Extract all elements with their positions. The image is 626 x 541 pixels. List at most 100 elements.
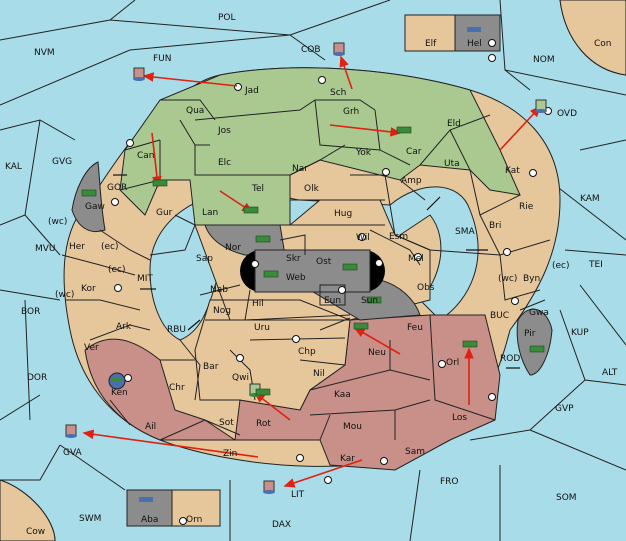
label-bri: Bri	[489, 221, 501, 231]
label-feu: Feu	[407, 323, 423, 333]
label-sap: Sap	[196, 254, 213, 264]
island-elf	[404, 14, 456, 52]
label-pir: Pir	[524, 329, 536, 339]
label-aba: Aba	[141, 515, 158, 525]
label-qwi: Qwi	[232, 373, 249, 383]
label-gaw: Gaw	[85, 202, 105, 212]
label-swm: SWM	[79, 514, 101, 524]
coast-tag: (wc)	[48, 217, 67, 227]
label-ovd: OVD	[557, 109, 577, 119]
label-fun: FUN	[153, 54, 172, 64]
label-sma: SMA	[455, 227, 475, 237]
label-wil: Wil	[356, 233, 370, 243]
label-gvg: GVG	[52, 157, 72, 167]
label-mvu: MVU	[35, 244, 56, 254]
label-rod: ROD	[500, 354, 520, 364]
label-ver: Ver	[84, 343, 99, 353]
label-jos: Jos	[217, 126, 231, 136]
label-eun: Eun	[324, 296, 341, 306]
label-skr: Skr	[286, 254, 301, 264]
label-eld: Eld	[447, 119, 461, 129]
coast-tag: (ec)	[101, 242, 119, 252]
label-jad: Jad	[244, 86, 259, 96]
label-orl: Orl	[446, 358, 459, 368]
label-mel: Mel	[408, 254, 424, 264]
army-unit	[333, 42, 345, 56]
label-kup: KUP	[571, 328, 589, 338]
label-uru: Uru	[254, 323, 270, 333]
label-ken: Ken	[111, 388, 128, 398]
label-tel: Tel	[251, 184, 264, 194]
tank-units	[81, 126, 545, 396]
label-tei: TEI	[588, 260, 603, 270]
label-amp: Amp	[401, 176, 422, 186]
label-elc: Elc	[218, 158, 231, 168]
coast-tag: (wc)	[498, 274, 517, 284]
label-mou: Mou	[343, 422, 362, 432]
coast-tag: (ec)	[552, 261, 570, 271]
label-los: Los	[452, 413, 467, 423]
label-mit: MIT	[137, 274, 153, 284]
label-kal: KAL	[5, 162, 22, 172]
label-nog: Nog	[213, 306, 231, 316]
label-hil: Hil	[252, 299, 264, 309]
label-gwa: Gwa	[529, 308, 549, 318]
label-byn: Byn	[523, 274, 540, 284]
label-kor: Kor	[81, 284, 96, 294]
label-ark: Ark	[116, 322, 132, 332]
label-can: Can	[137, 151, 155, 161]
label-gur: Gur	[156, 208, 173, 218]
label-lan: Lan	[202, 208, 218, 218]
label-ost: Ost	[316, 257, 332, 267]
fleet-unit	[139, 497, 153, 502]
label-dax: DAX	[272, 520, 291, 530]
label-qua: Qua	[186, 106, 204, 116]
label-som: SOM	[556, 493, 577, 503]
label-hug: Hug	[334, 209, 352, 219]
army-unit	[263, 480, 275, 494]
label-sun: Sun	[361, 296, 378, 306]
label-hel: Hel	[467, 39, 482, 49]
label-elf: Elf	[425, 39, 437, 49]
label-yok: Yok	[355, 148, 372, 158]
coast-tag: (ec)	[108, 265, 126, 275]
label-nor: Nor	[225, 243, 241, 253]
label-chp: Chp	[298, 347, 316, 357]
label-pol: POL	[218, 13, 236, 23]
label-kaa: Kaa	[334, 390, 351, 400]
army-unit	[65, 424, 77, 438]
label-gva: GVA	[63, 448, 83, 458]
label-gvp: GVP	[555, 404, 574, 414]
label-her: Her	[69, 242, 85, 252]
label-kar: Kar	[340, 454, 355, 464]
order-arrows	[82, 55, 542, 488]
island-orn	[171, 489, 221, 527]
label-nil: Nil	[313, 369, 325, 379]
label-rot: Rot	[256, 419, 271, 429]
impassable-pir	[516, 308, 553, 376]
label-con: Con	[594, 39, 612, 49]
label-dor: DOR	[27, 373, 47, 383]
label-cob: COB	[301, 45, 321, 55]
label-nvm: NVM	[34, 48, 55, 58]
label-grh: Grh	[343, 107, 359, 117]
land-labels: Jad Sch Qua Jos Grh Eld Can Elc Nar Yok …	[69, 39, 549, 525]
label-zin: Zin	[223, 449, 237, 459]
label-web: Web	[286, 273, 306, 283]
label-obs: Obs	[417, 283, 435, 293]
label-uta: Uta	[444, 159, 460, 169]
label-lit: LIT	[291, 490, 305, 500]
label-kam: KAM	[580, 194, 600, 204]
region-red	[84, 314, 501, 471]
label-fro: FRO	[440, 477, 459, 487]
army-unit	[535, 99, 547, 113]
impassable-gaw	[71, 161, 106, 233]
strait-markers	[113, 174, 520, 369]
supply-centers	[111, 39, 552, 525]
region-green	[119, 67, 521, 226]
fleet-unit	[108, 372, 126, 390]
label-car: Car	[406, 147, 422, 157]
